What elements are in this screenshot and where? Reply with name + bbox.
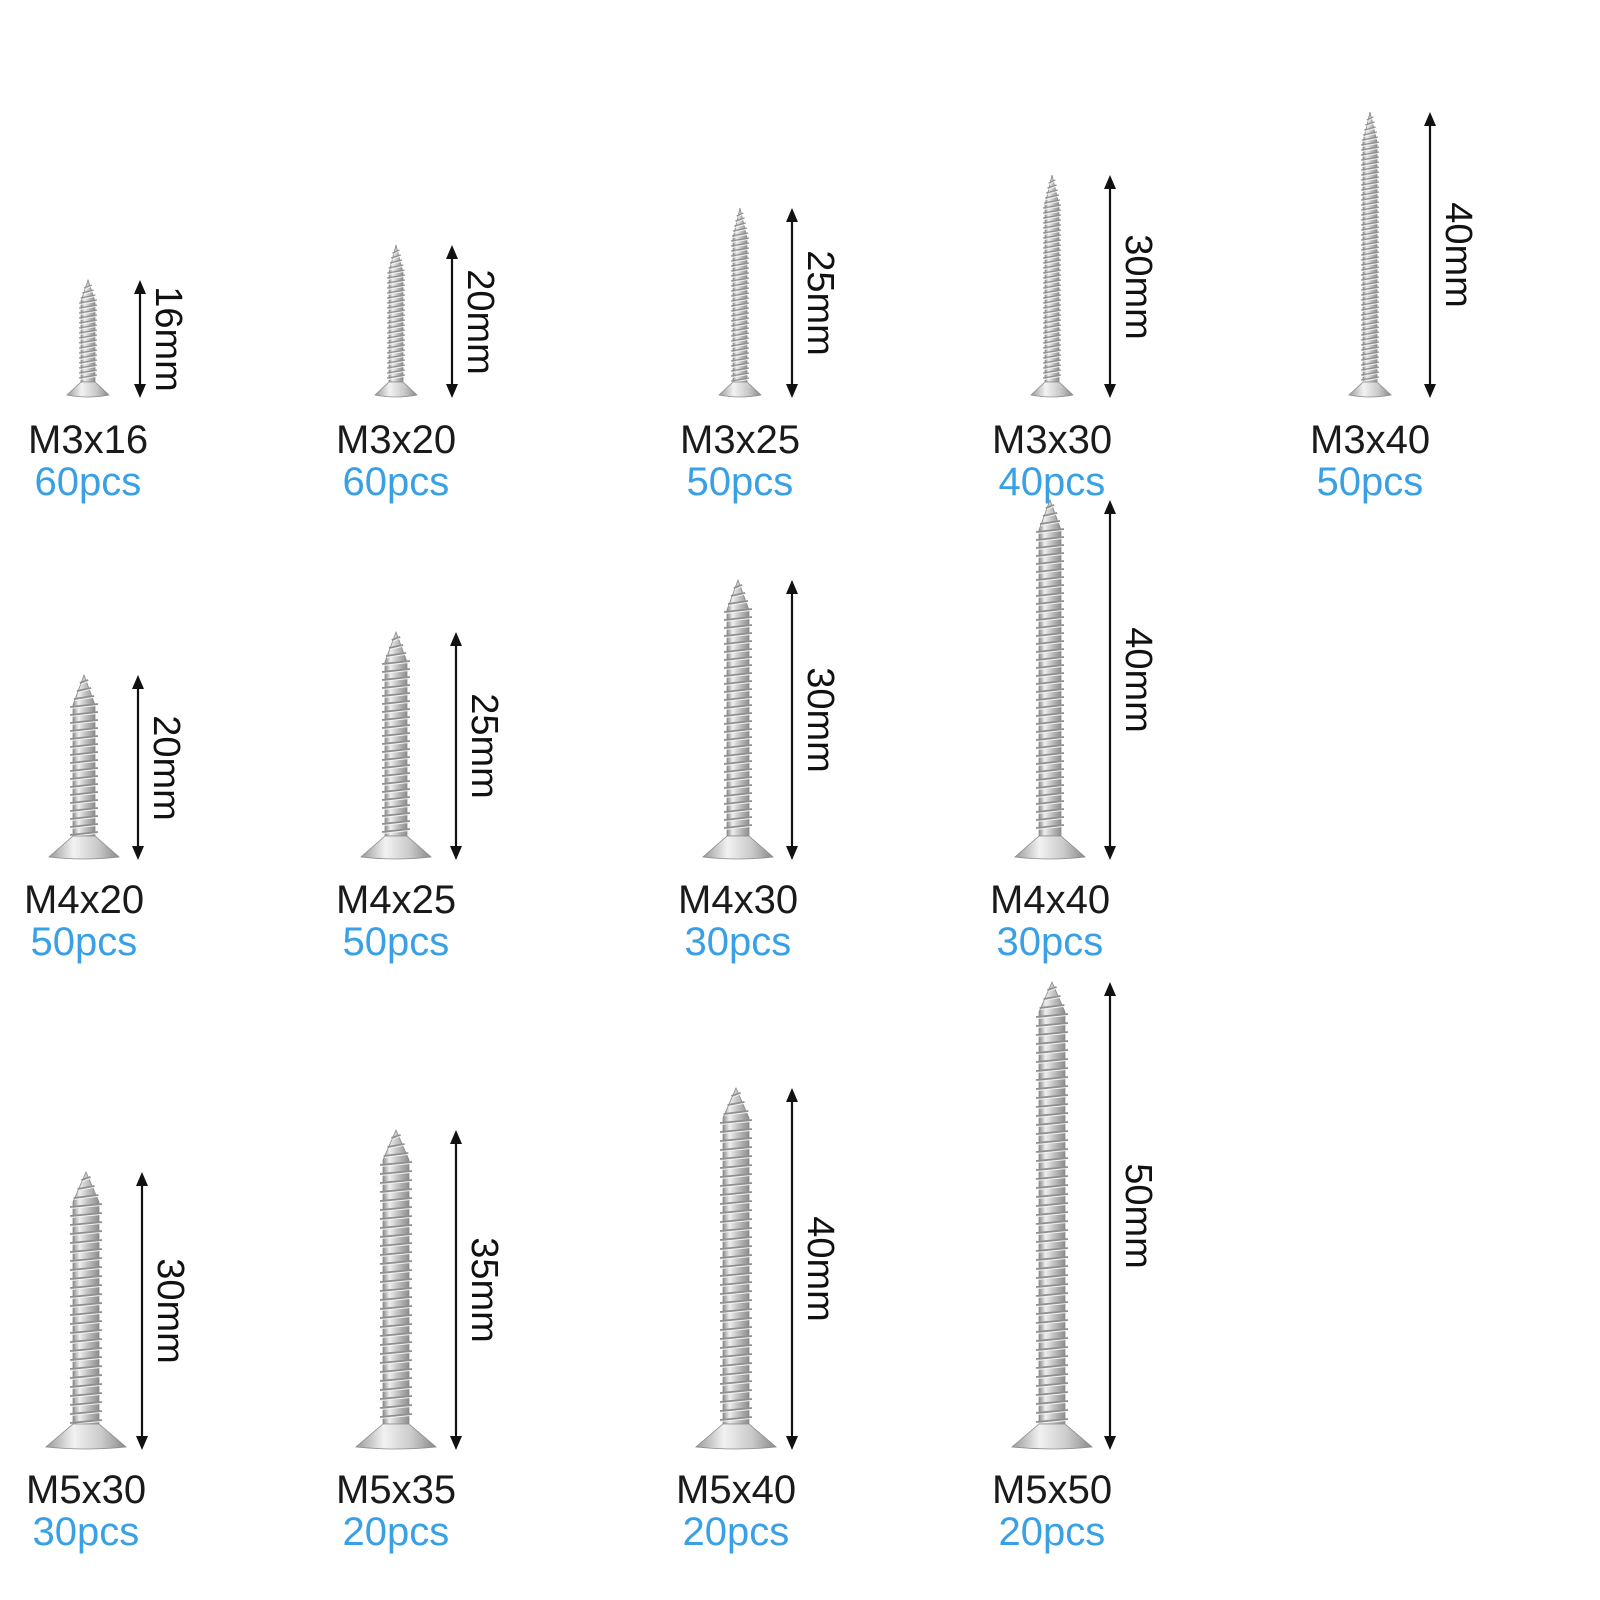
screw-quantity-label: 50pcs	[30, 920, 138, 964]
length-dimension-arrow-icon	[132, 280, 148, 398]
screw-quantity-label: 50pcs	[1316, 460, 1424, 504]
length-label: 30mm	[1116, 233, 1159, 340]
screw-size-label: M4x40	[990, 878, 1111, 922]
length-label: 30mm	[798, 667, 841, 773]
length-dimension-arrow-icon	[784, 208, 800, 398]
screw-quantity-label: 20pcs	[342, 1510, 450, 1554]
length-label: 40mm	[1436, 202, 1479, 308]
length-dimension-arrow-icon	[448, 1130, 464, 1450]
screw-size-label: M3x25	[680, 418, 801, 462]
screw-quantity-label: 50pcs	[342, 920, 450, 964]
length-dimension-arrow-icon	[784, 1088, 800, 1450]
length-label: 25mm	[462, 693, 505, 799]
length-label: 20mm	[458, 268, 501, 375]
screw-quantity-label: 50pcs	[686, 460, 794, 504]
countersunk-screw-icon	[1013, 498, 1087, 860]
length-dimension-arrow-icon	[444, 245, 460, 398]
screw-quantity-label: 60pcs	[34, 460, 142, 504]
countersunk-screw-icon	[359, 630, 433, 860]
screw-size-label: M4x20	[24, 878, 145, 922]
screw-quantity-label: 20pcs	[998, 1510, 1106, 1554]
countersunk-screw-icon	[1010, 980, 1094, 1450]
screw-size-label: M3x16	[28, 418, 149, 462]
screw-quantity-label: 40pcs	[998, 460, 1106, 504]
screw-size-label: M5x40	[676, 1468, 797, 1512]
length-label: 20mm	[144, 714, 187, 821]
screw-size-label: M5x50	[992, 1468, 1113, 1512]
screw-size-label: M5x30	[26, 1468, 147, 1512]
screw-size-label: M3x20	[336, 418, 457, 462]
countersunk-screw-icon	[47, 673, 121, 860]
length-label: 40mm	[798, 1216, 841, 1322]
screw-size-label: M4x25	[336, 878, 457, 922]
screw-size-label: M3x40	[1310, 418, 1431, 462]
screw-quantity-label: 20pcs	[682, 1510, 790, 1554]
length-dimension-arrow-icon	[1102, 982, 1118, 1450]
countersunk-screw-icon	[44, 1170, 128, 1450]
screw-size-label: M5x35	[336, 1468, 457, 1512]
countersunk-screw-icon	[717, 207, 763, 398]
screw-quantity-label: 30pcs	[684, 920, 792, 964]
length-dimension-arrow-icon	[784, 580, 800, 860]
length-label: 50mm	[1116, 1163, 1159, 1269]
countersunk-screw-icon	[694, 1086, 778, 1450]
countersunk-screw-icon	[65, 278, 111, 398]
countersunk-screw-icon	[1347, 111, 1393, 398]
length-dimension-arrow-icon	[134, 1172, 150, 1450]
length-dimension-arrow-icon	[130, 675, 146, 860]
length-dimension-arrow-icon	[1422, 112, 1438, 398]
length-label: 30mm	[148, 1258, 191, 1364]
countersunk-screw-icon	[1029, 174, 1075, 398]
countersunk-screw-icon	[373, 244, 419, 398]
length-label: 16mm	[146, 286, 189, 392]
screw-quantity-label: 60pcs	[342, 460, 450, 504]
screw-quantity-label: 30pcs	[996, 920, 1104, 964]
length-dimension-arrow-icon	[448, 632, 464, 860]
length-label: 35mm	[462, 1237, 505, 1343]
length-label: 40mm	[1116, 627, 1159, 733]
length-dimension-arrow-icon	[1102, 500, 1118, 860]
length-label: 25mm	[798, 250, 841, 356]
screw-size-label: M3x30	[992, 418, 1113, 462]
screw-size-label: M4x30	[678, 878, 799, 922]
countersunk-screw-icon	[354, 1128, 438, 1450]
countersunk-screw-icon	[701, 578, 775, 860]
length-dimension-arrow-icon	[1102, 175, 1118, 398]
screw-quantity-label: 30pcs	[32, 1510, 140, 1554]
